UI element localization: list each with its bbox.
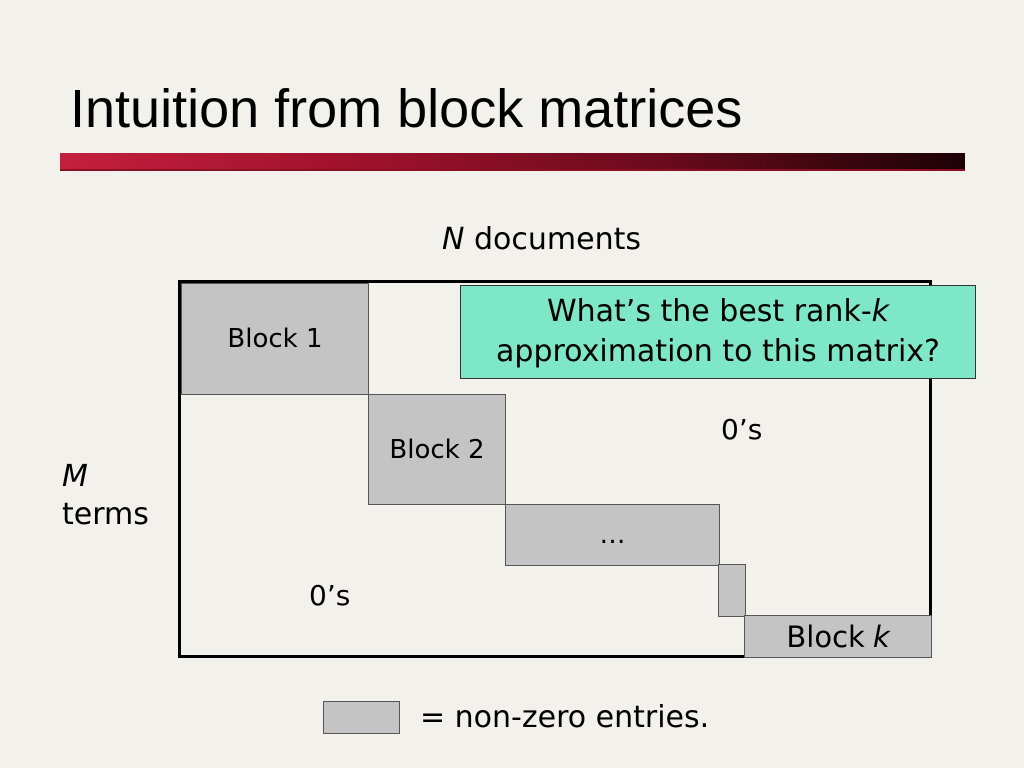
columns-variable: N	[442, 222, 465, 257]
block-matrix: Block 1 Block 2 … Block k 0’s 0’s	[178, 280, 932, 658]
block-intermediate	[718, 564, 746, 617]
callout-rank-variable: k	[871, 294, 890, 329]
block-k: Block k	[744, 615, 932, 658]
legend-text: = non-zero entries.	[420, 700, 710, 735]
callout-line-2: approximation to this matrix?	[496, 334, 940, 369]
columns-label: N documents	[442, 222, 641, 258]
block-ellipsis-label: …	[599, 520, 626, 550]
slide-title: Intuition from block matrices	[70, 79, 743, 139]
block-1: Block 1	[181, 283, 369, 395]
rows-variable: M	[62, 459, 88, 494]
block-1-label: Block 1	[227, 324, 323, 354]
block-k-variable: k	[872, 619, 890, 654]
block-2-label: Block 2	[389, 434, 485, 465]
title-underline-bar	[60, 153, 965, 171]
block-ellipsis: …	[505, 504, 720, 566]
callout-line-1-text: What’s the best rank-	[546, 294, 872, 329]
rank-k-callout: What’s the best rank-k approximation to …	[460, 285, 976, 379]
columns-text: documents	[464, 222, 641, 257]
block-k-prefix: Block	[786, 619, 865, 654]
rows-text: terms	[62, 497, 149, 532]
zeros-lower-label: 0’s	[309, 579, 351, 612]
rows-label: M terms	[62, 458, 149, 534]
legend-swatch	[323, 701, 400, 734]
block-2: Block 2	[368, 394, 506, 505]
callout-line-1: What’s the best rank-k	[461, 292, 975, 332]
zeros-upper-label: 0’s	[721, 413, 763, 446]
